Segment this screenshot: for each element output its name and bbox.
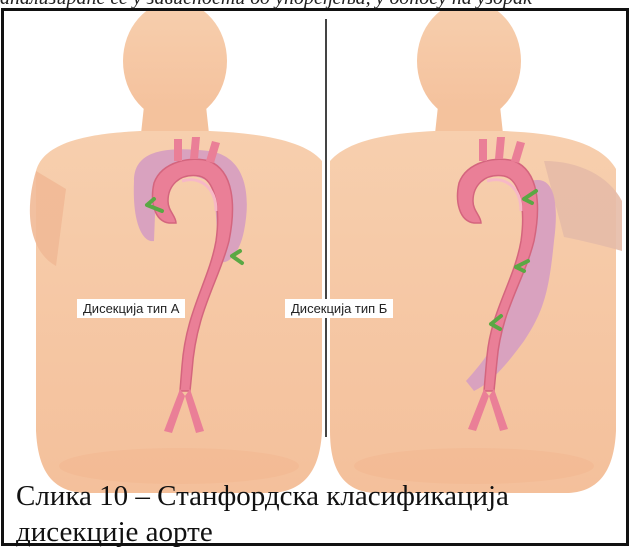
figure-caption: Слика 10 – Станфордска класификација дис…: [16, 478, 616, 550]
figure-frame: Дисекција тип А Дисекција тип Б Слика 10…: [1, 8, 629, 546]
caption-line-2: дисекције аорте: [16, 514, 616, 550]
label-dissection-type-a: Дисекција тип А: [77, 299, 185, 318]
caption-line-1: Слика 10 – Станфордска класификација: [16, 478, 616, 514]
arch-vessel-a1: [174, 139, 182, 161]
right-head: [417, 11, 521, 121]
arch-vessel-b1: [479, 139, 487, 161]
aortic-dissection-illustration: [4, 11, 626, 543]
left-head: [123, 11, 227, 121]
label-dissection-type-b: Дисекција тип Б: [285, 299, 393, 318]
